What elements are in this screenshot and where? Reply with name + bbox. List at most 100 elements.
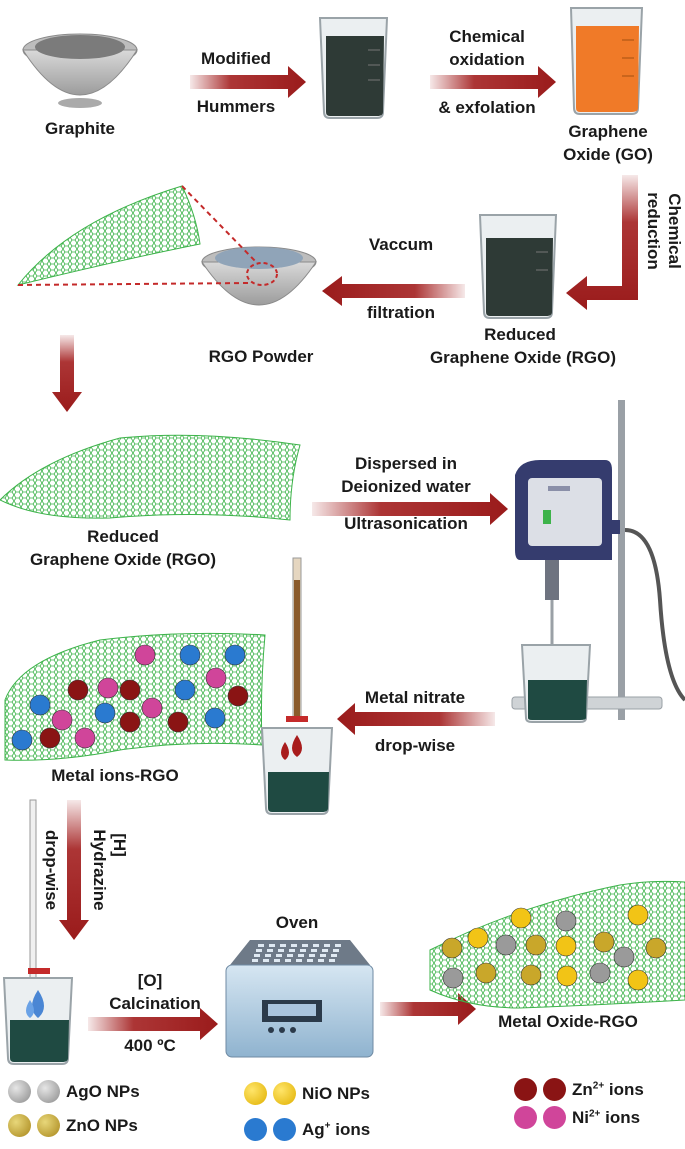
zno-np [593, 931, 615, 953]
ni-ion [97, 677, 119, 699]
oven-tray-slot [333, 949, 339, 952]
oven-tray-slot [320, 954, 326, 957]
zn-ion [227, 685, 249, 707]
ni-ion [141, 697, 163, 719]
burette-vertical [29, 799, 37, 981]
label-metal-nitrate: Metal nitrate [364, 688, 466, 707]
label-rgo-beaker-2: Graphene Oxide (RGO) [429, 348, 617, 367]
label-drop-wise: drop-wise [374, 736, 456, 755]
ni-ion-swatch [543, 1106, 566, 1129]
zn-ion [119, 679, 141, 701]
zoom-line-2 [17, 282, 251, 286]
oven-tray-slot [331, 954, 337, 957]
nio-np [555, 935, 577, 957]
label-chem-oxidation-2: oxidation [449, 50, 525, 69]
oven-tray-slot [265, 954, 271, 957]
ago-np [442, 967, 464, 989]
zn-ion-swatch [543, 1078, 566, 1101]
nio-np [556, 965, 578, 987]
label-metal-oxide-rgo: Metal Oxide-RGO [498, 1012, 638, 1031]
ag-ion [204, 707, 226, 729]
label-hydrazine-2: Hydrazine [90, 829, 109, 911]
label-rgo-sheet-1: Reduced [87, 527, 159, 546]
nio-np [467, 927, 489, 949]
nio-np [627, 969, 649, 991]
nio-swatch [244, 1082, 267, 1105]
ago-np [613, 946, 635, 968]
zno-np [520, 964, 542, 986]
ni-ion [205, 667, 227, 689]
arrow-hydrazine [59, 800, 89, 940]
oven-tray-slot [309, 954, 315, 957]
oven-tray-slot [300, 949, 306, 952]
ni-ion-swatch [514, 1106, 537, 1129]
zn-ion [119, 711, 141, 733]
label-calcination: Calcination [109, 994, 201, 1013]
oven-tray-slot [322, 949, 328, 952]
label-modified: Modified [201, 49, 271, 68]
ago-swatch [8, 1080, 31, 1103]
legend-ago-label: AgO NPs [66, 1081, 140, 1101]
ag-ion [174, 679, 196, 701]
zno-np [441, 937, 463, 959]
oven-tray-slot [335, 944, 341, 947]
oven-tray-slot [278, 949, 284, 952]
ago-swatch [37, 1080, 60, 1103]
oven-tray-slot [263, 959, 269, 962]
label-dispersed-2: Deionized water [341, 477, 471, 496]
zno-swatch [8, 1114, 31, 1137]
oven-tray-slot [313, 944, 319, 947]
nio-np [510, 907, 532, 929]
zno-swatch [37, 1114, 60, 1137]
oven-tray-slot [285, 959, 291, 962]
ag-ion [94, 702, 116, 724]
label-dispersed-1: Dispersed in [354, 454, 458, 473]
arrow-ultrasonication [312, 493, 508, 525]
label-chem-reduction-2: reduction [644, 192, 663, 270]
ago-np [589, 962, 611, 984]
ni-ion [134, 644, 156, 666]
oven-tray-slot [274, 959, 280, 962]
label-go-1: Graphene [568, 122, 648, 141]
label-ultrasonication: Ultrasonication [344, 514, 468, 533]
label-graphite: Graphite [45, 119, 115, 138]
oven-tray-slot [252, 959, 258, 962]
ni-ion [51, 709, 73, 731]
oven-tray-slot [289, 949, 295, 952]
label-hummers: Hummers [196, 97, 276, 116]
label-filtration: filtration [367, 303, 435, 322]
legend-zn-ion: Zn2+ ions [514, 1078, 644, 1101]
oven-tray-slot [307, 959, 313, 962]
legend-ago: AgO NPs [8, 1080, 140, 1103]
zoom-line-1 [181, 185, 259, 265]
legend-zno-label: ZnO NPs [66, 1115, 138, 1135]
label-exfolation: & exfolation [438, 98, 536, 117]
arrow-chemical-reduction [566, 175, 638, 310]
label-chem-reduction-1: Chemical [665, 193, 684, 269]
nio-swatch [273, 1082, 296, 1105]
burette-beaker [260, 557, 334, 815]
graphite-bowl [22, 33, 138, 108]
label-hydrazine-1: [H] [110, 833, 129, 857]
arrow-to-metal-oxide [380, 993, 476, 1025]
oven-tray-slot [302, 944, 308, 947]
rgo-beaker [478, 214, 558, 319]
label-rgo-beaker-1: Reduced [484, 325, 556, 344]
label-rgo-sheet-2: Graphene Oxide (RGO) [29, 550, 217, 569]
ago-np [495, 934, 517, 956]
oven-tray-slot [311, 949, 317, 952]
legend-nio-label: NiO NPs [302, 1083, 371, 1103]
label-metal-ions-rgo: Metal ions-RGO [51, 766, 179, 785]
oven-tray-slot [267, 949, 273, 952]
arrow-chemical-oxidation [430, 66, 556, 98]
rgo-sheet-large [0, 434, 301, 521]
ag-ion [224, 644, 246, 666]
zn-ion [39, 727, 61, 749]
metal-oxide-nps [441, 904, 667, 991]
zno-np [645, 937, 667, 959]
oven-tray-slot [280, 944, 286, 947]
label-o: [O] [137, 971, 163, 990]
ni-ion [74, 727, 96, 749]
zn-ion [167, 711, 189, 733]
